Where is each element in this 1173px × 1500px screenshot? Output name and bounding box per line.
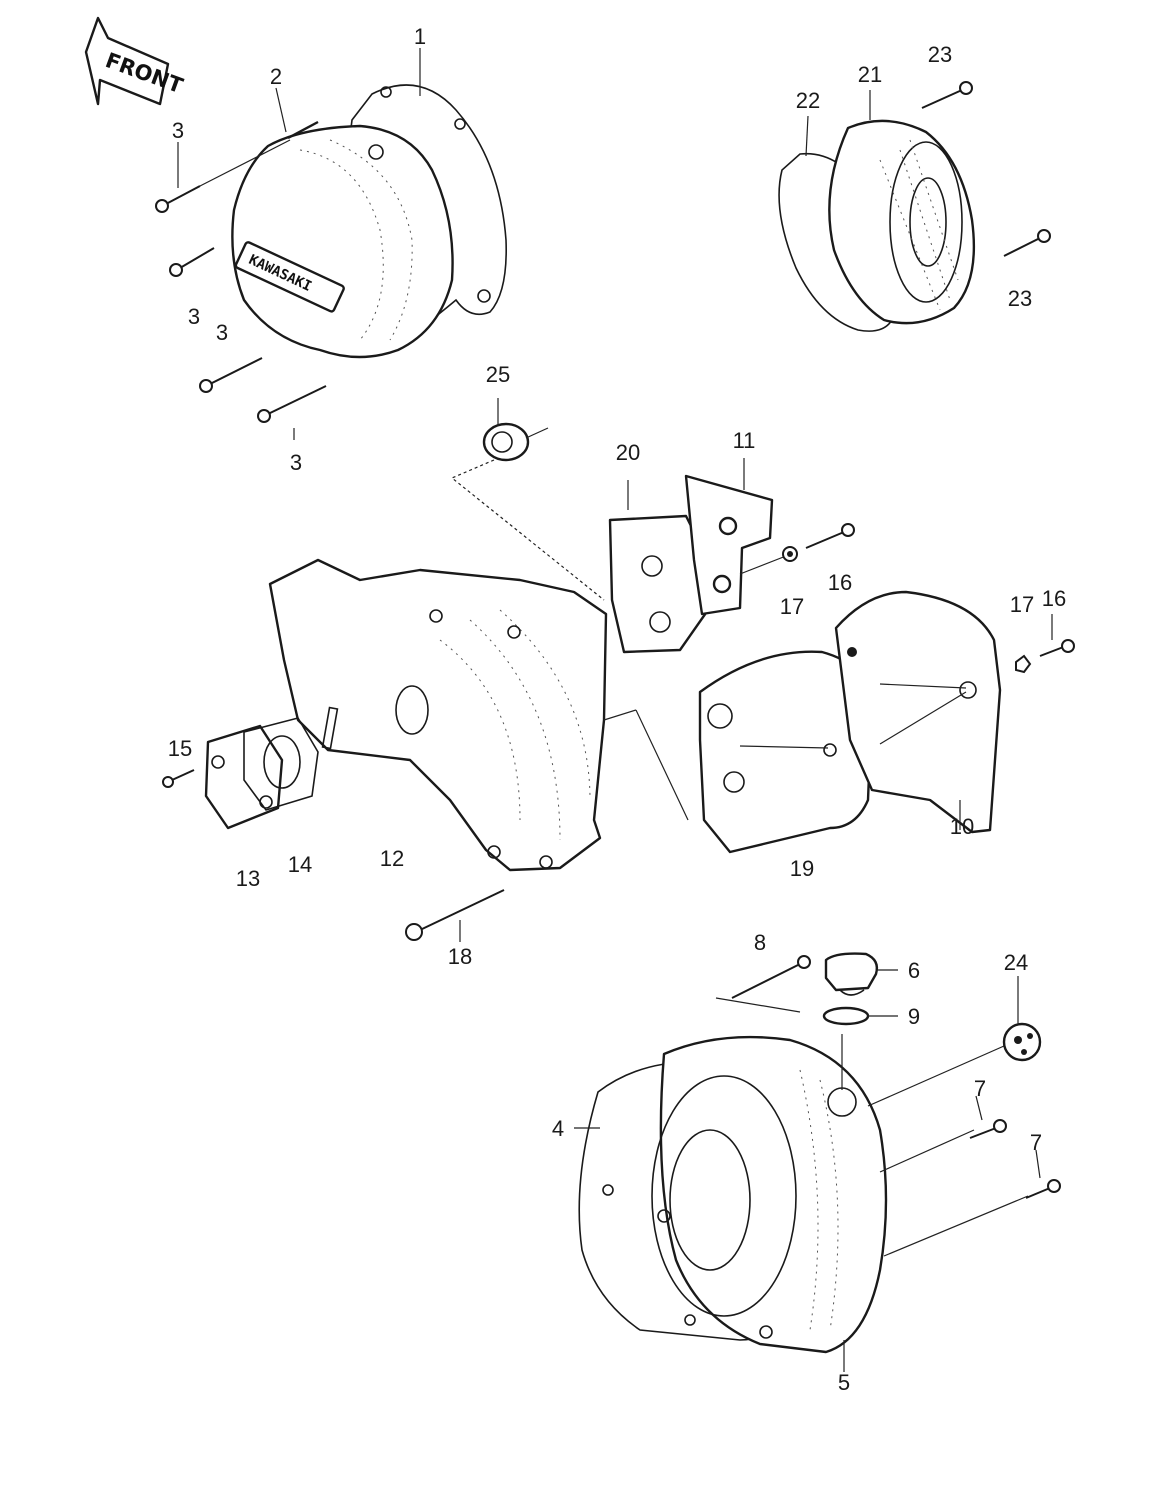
engine-case-part-12	[268, 558, 689, 872]
callout-15: 15	[168, 736, 192, 761]
bolt-part-16a	[739, 523, 855, 575]
front-arrow-icon: FRONT	[84, 16, 187, 106]
bearing-housing-assembly	[778, 119, 976, 332]
callout-11: 11	[733, 428, 756, 453]
bolt-7b	[1025, 1179, 1061, 1199]
callout-25: 25	[486, 362, 510, 387]
callout-10: 10	[950, 814, 974, 839]
callout-leaders	[177, 48, 1053, 1372]
callout-19: 19	[790, 856, 814, 881]
callout-3b: 3	[188, 304, 200, 329]
bolt-7a	[969, 1119, 1007, 1139]
bolt-3b	[169, 247, 215, 277]
generator-cover-part-2	[231, 124, 454, 359]
callout-22: 22	[796, 88, 820, 113]
plate-part-11	[684, 474, 774, 616]
bolts-part-3	[155, 139, 327, 423]
gasket-part-14	[243, 717, 319, 811]
bolt-part-8	[715, 955, 811, 1013]
bolt-part-16b	[1015, 639, 1075, 674]
filler-cap-part-6	[824, 952, 879, 996]
callout-2: 2	[270, 64, 282, 89]
callout-5: 5	[838, 1370, 850, 1395]
callout-16b: 16	[1042, 586, 1066, 611]
callout-7b: 7	[1030, 1130, 1042, 1155]
bolts-part-7	[969, 1119, 1061, 1199]
callout-17a: 17	[780, 594, 804, 619]
callout-9: 9	[908, 1004, 920, 1029]
callout-numbers: 1 2 3 3 3 3 4 5 6 7 7 8 9 10 11 12 13 14…	[168, 24, 1066, 1395]
callout-16a: 16	[828, 570, 852, 595]
callout-1: 1	[414, 24, 426, 49]
callout-20: 20	[616, 440, 640, 465]
callout-3a: 3	[172, 118, 184, 143]
bolt-3a	[155, 185, 201, 213]
bolt-23b	[1003, 229, 1051, 257]
transmission-housing-assembly	[578, 1034, 1029, 1354]
callout-4: 4	[552, 1116, 564, 1141]
cover-part-10	[834, 590, 1002, 834]
callout-12: 12	[380, 846, 404, 871]
callout-8: 8	[754, 930, 766, 955]
callout-18: 18	[448, 944, 472, 969]
bolt-part-18	[405, 889, 505, 941]
callout-24: 24	[1004, 950, 1028, 975]
callout-3d: 3	[290, 450, 302, 475]
generator-cover-assembly: KAWASAKI	[231, 84, 507, 359]
callout-17b: 17	[1010, 592, 1034, 617]
o-ring-part-9	[822, 1006, 870, 1026]
bolt-part-15	[162, 769, 195, 788]
bolt-3d	[257, 385, 327, 423]
housing-part-21	[828, 119, 976, 325]
callout-23b: 23	[1008, 286, 1032, 311]
bolt-3c	[199, 357, 263, 393]
callout-21: 21	[858, 62, 882, 87]
bolt-23a	[921, 81, 973, 109]
callout-13: 13	[236, 866, 260, 891]
callout-14: 14	[288, 852, 312, 877]
callout-3c: 3	[216, 320, 228, 345]
plug-part-24	[1002, 1022, 1042, 1062]
oil-seal-part-25	[450, 422, 605, 601]
callout-6: 6	[908, 958, 920, 983]
bolts-part-23	[921, 81, 1051, 257]
callout-23a: 23	[928, 42, 952, 67]
callout-7a: 7	[974, 1076, 986, 1101]
housing-part-5	[659, 1035, 888, 1354]
